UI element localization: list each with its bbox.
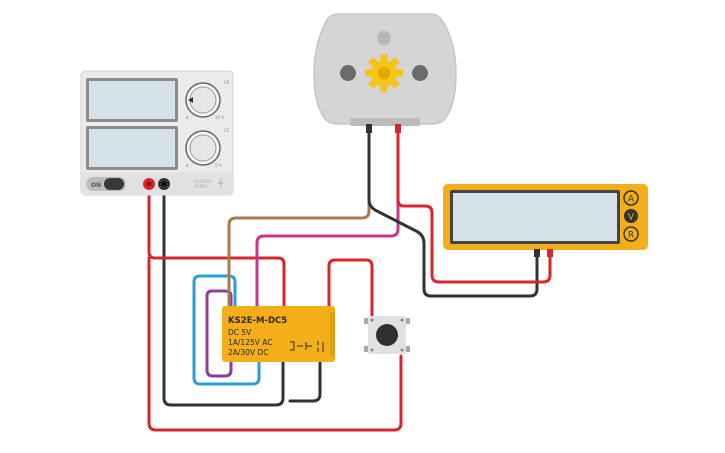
wire-brown[interactable]	[227, 128, 371, 308]
motor-mount-hole-left	[340, 65, 356, 81]
multimeter-positive-probe[interactable]	[547, 249, 553, 257]
wire-pink[interactable]	[255, 128, 400, 308]
motor-mount-hole-right	[412, 65, 428, 81]
voltage-knob-min: 0	[186, 115, 189, 120]
psu-brand-line2: SUPPLY	[194, 184, 209, 189]
wire-red-bottom[interactable]	[147, 256, 403, 432]
multimeter-mode-r-button[interactable]: R	[623, 226, 639, 242]
multimeter[interactable]: A V R	[443, 184, 648, 257]
current-knob[interactable]	[185, 130, 221, 166]
relay-ac-rating: 1A/125V AC	[228, 338, 273, 347]
lightning-icon	[218, 177, 224, 190]
power-switch-label: ON	[91, 182, 101, 189]
multimeter-mode-a-button[interactable]: A	[623, 190, 639, 206]
voltage-knob-max: 30 V	[215, 115, 224, 120]
voltage-knob-label: VE	[224, 80, 230, 85]
svg-text:R: R	[628, 231, 634, 241]
relay-schematic-icon	[290, 341, 324, 352]
wire-black-psu[interactable]	[162, 190, 285, 407]
multimeter-negative-probe[interactable]	[534, 249, 540, 257]
gear-icon	[365, 54, 403, 92]
current-knob-label: CC	[224, 128, 230, 133]
wire-black-motor-meter[interactable]	[367, 128, 539, 298]
motor-top-hole	[377, 31, 391, 45]
wire-red-motor-meter[interactable]	[396, 128, 552, 284]
current-knob-min: 0	[186, 163, 189, 168]
push-button[interactable]	[364, 316, 410, 354]
relay[interactable]: KS2E-M-DC5 DC 5V 1A/125V AC 2A/30V DC	[222, 306, 335, 362]
multimeter-mode-v-button[interactable]: V	[624, 209, 638, 223]
power-switch[interactable]	[86, 177, 126, 191]
push-button-cap[interactable]	[376, 324, 398, 346]
psu-brand-line1: VOLTAGE	[194, 179, 212, 184]
motor-positive-terminal[interactable]	[395, 124, 401, 133]
voltage-knob[interactable]	[185, 82, 221, 118]
dc-motor[interactable]	[313, 13, 457, 133]
relay-dc-rating: 2A/30V DC	[228, 348, 269, 357]
wire-black-relay-motor[interactable]	[288, 360, 322, 403]
motor-negative-terminal[interactable]	[366, 124, 372, 133]
wire-red-psu[interactable]	[147, 190, 286, 308]
wire-red-relay-button[interactable]	[327, 258, 374, 322]
wire-blue[interactable]	[192, 274, 261, 386]
current-knob-max: 5 A	[215, 163, 222, 168]
relay-coil-rating: DC 5V	[228, 328, 252, 337]
svg-text:V: V	[628, 213, 635, 223]
wires	[147, 128, 552, 432]
relay-model: KS2E-M-DC5	[228, 316, 287, 326]
power-supply[interactable]: VE 0 30 V CC 0 5 A ON VOLTAGE SUPPLY	[80, 70, 234, 196]
svg-text:A: A	[628, 195, 635, 205]
